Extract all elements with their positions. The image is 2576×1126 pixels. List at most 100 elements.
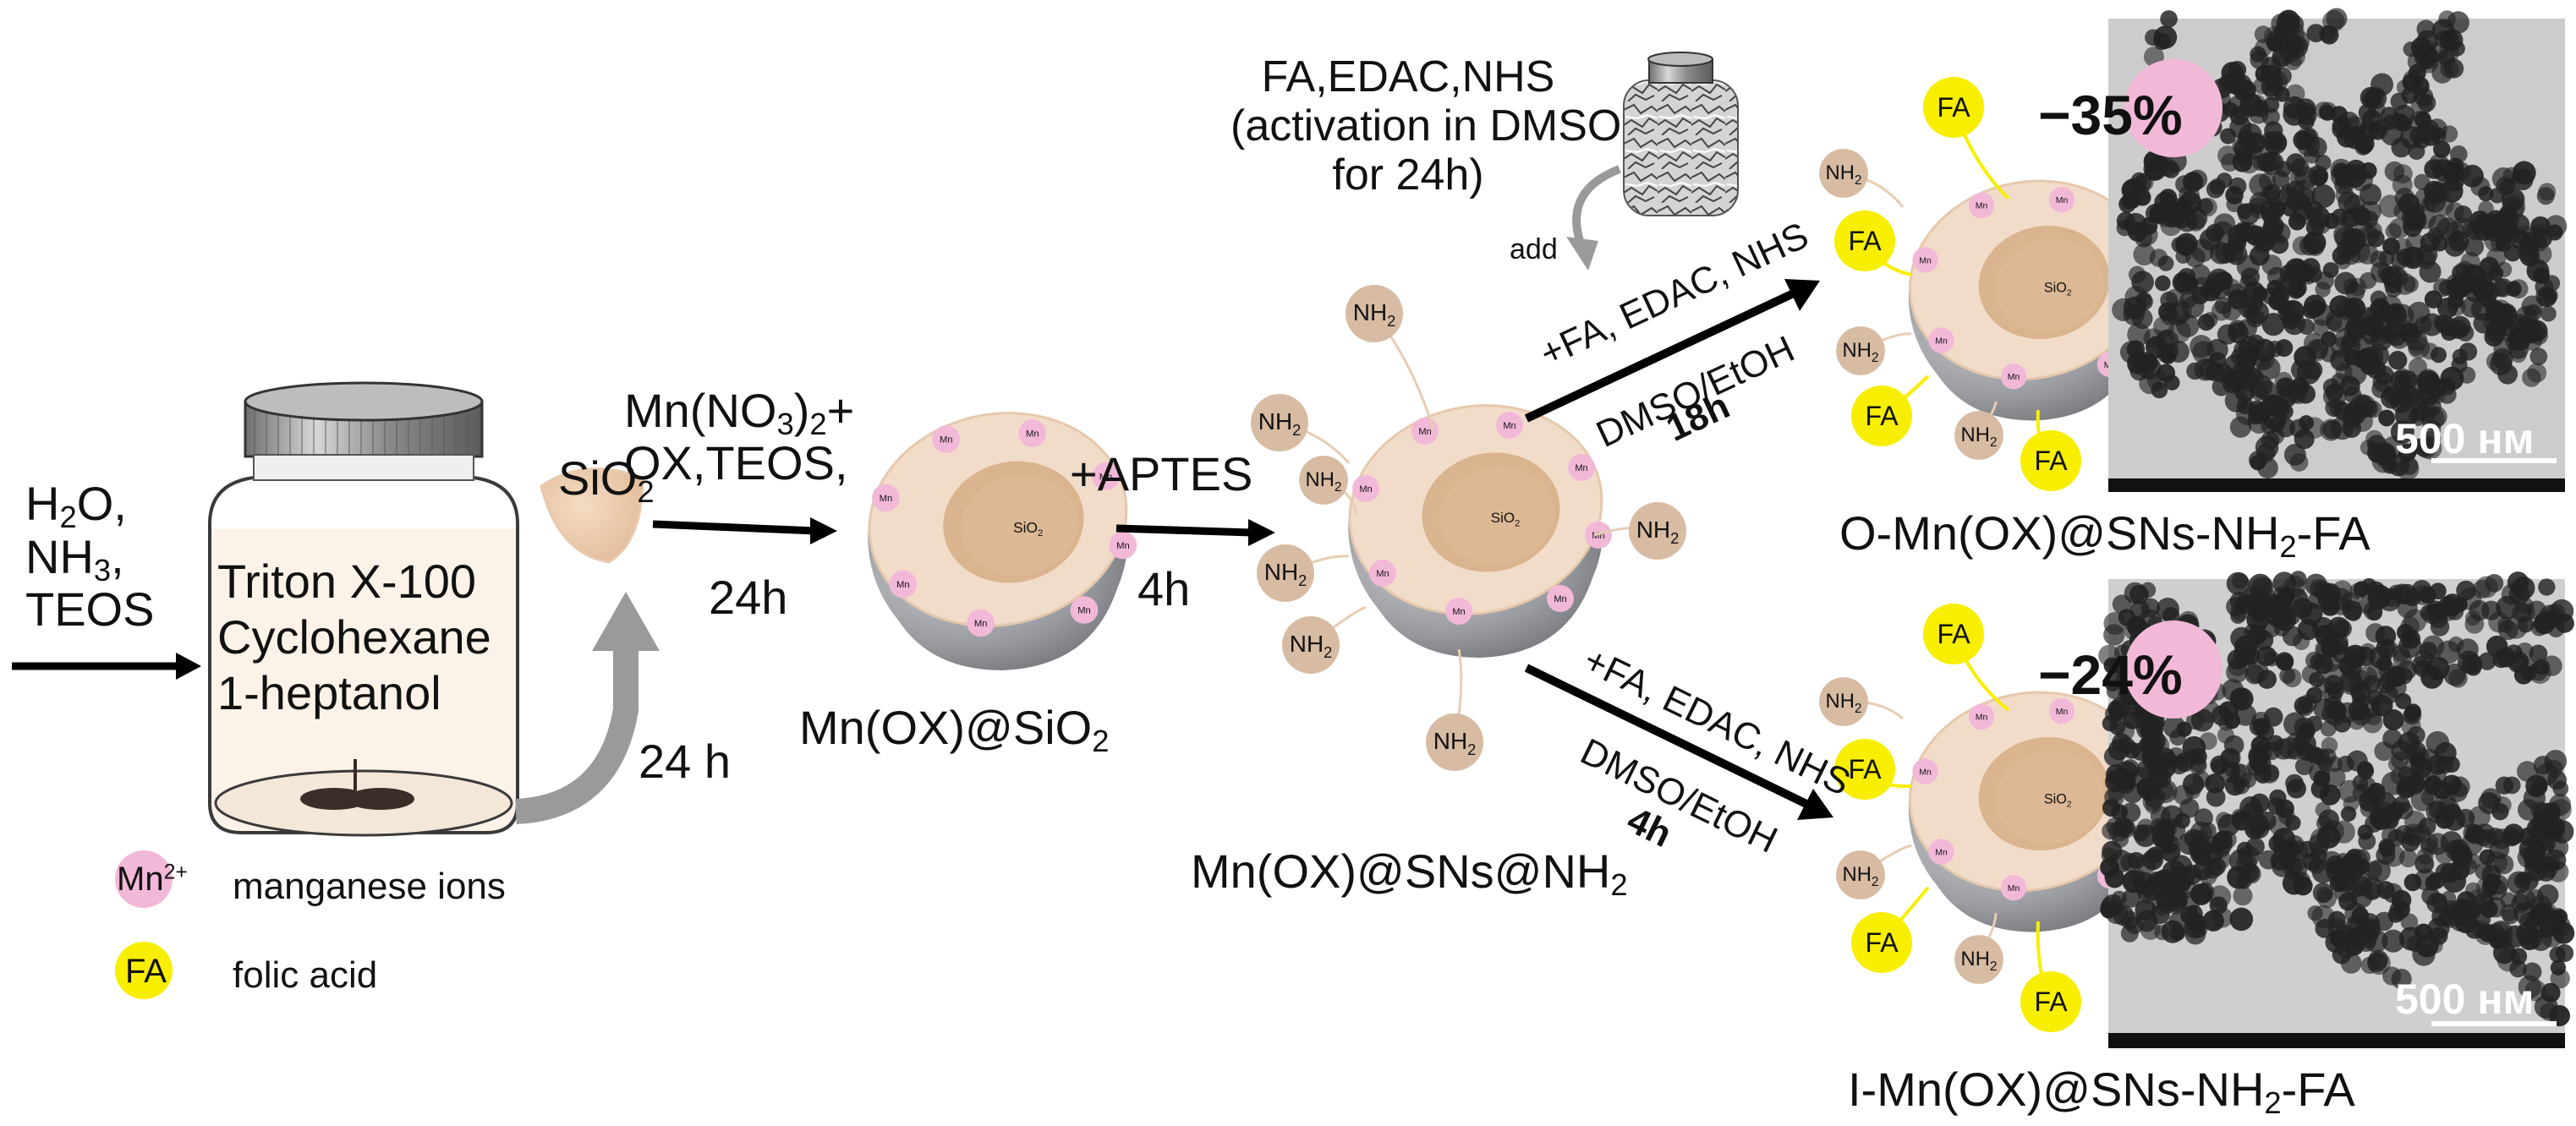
tem-particle <box>2288 37 2305 55</box>
tem-particle <box>2308 591 2326 609</box>
tem-particle <box>2227 283 2246 303</box>
tem-particle <box>2344 363 2367 385</box>
tem-particle <box>2370 808 2392 830</box>
tem-particle <box>2129 600 2150 620</box>
tem-particle <box>2516 761 2538 782</box>
jar-line-cyclohexane: Cyclohexane <box>217 610 491 664</box>
core-sio2-label: SiO2 <box>2044 792 2072 810</box>
tem-particle <box>2398 776 2416 795</box>
tem-particle <box>2486 352 2506 371</box>
mn-ion-dot <box>1568 454 1595 481</box>
tem-particle <box>2322 9 2345 33</box>
mn-ion-label: Mn <box>1376 569 1389 579</box>
mn-ion-dot <box>2048 698 2075 724</box>
tem-particle <box>2530 216 2551 237</box>
fa-group <box>1923 77 1984 138</box>
tem-particle <box>2539 922 2556 939</box>
add-arrow <box>1566 165 1621 271</box>
mn-ion-dot <box>1912 758 1938 784</box>
tem-particle <box>2263 80 2283 101</box>
tem-particle <box>2513 872 2530 889</box>
tem-particle <box>2293 187 2316 210</box>
scalebar-label-upper: 500 нм <box>2395 415 2535 462</box>
tem-particle <box>2174 876 2191 893</box>
tem-particle <box>2311 184 2336 209</box>
tem-particle <box>2291 378 2310 396</box>
nh2-label: NH2 <box>1961 424 1998 450</box>
tem-particle <box>2491 278 2510 298</box>
tem-particle <box>2248 102 2269 124</box>
tem-particle <box>2306 238 2325 256</box>
tem-particle <box>2505 281 2522 298</box>
step1-reagents: Mn(NO3)2+ OX,TEOS, <box>624 385 854 489</box>
tem-particle <box>2198 197 2217 217</box>
tem-particle <box>2272 571 2296 595</box>
tem-particle <box>2465 660 2482 676</box>
tem-particle <box>2416 249 2436 270</box>
tem-particle <box>2244 368 2264 387</box>
tem-particle <box>2184 828 2203 848</box>
tem-particle <box>2268 834 2287 853</box>
tem-particle <box>2398 634 2422 659</box>
tem-particle <box>2235 873 2252 889</box>
core-sio2-label: SiO2 <box>2044 281 2072 298</box>
tem-particle <box>2501 188 2525 211</box>
tem-particle <box>2272 52 2289 69</box>
tem-particle <box>2518 926 2542 950</box>
tem-particle <box>2313 698 2336 720</box>
tem-particle <box>2159 834 2179 855</box>
mn-ion-label: Mn <box>1452 607 1465 617</box>
tem-particle <box>2131 742 2150 761</box>
tem-particle <box>2294 757 2314 776</box>
mn-ion-dot <box>1547 585 1574 612</box>
tem-particle <box>2290 158 2310 178</box>
mn-ion-label: Mn <box>1919 768 1932 777</box>
nh2-group <box>1426 713 1483 771</box>
tem-particle <box>2239 355 2255 372</box>
tem-particle <box>2460 858 2478 875</box>
tem-particle <box>2464 277 2480 293</box>
tem-particle <box>2359 913 2380 934</box>
scalebar-label-lower: 500 нм <box>2395 976 2535 1023</box>
tem-particle <box>2211 758 2228 775</box>
tem-particle <box>2420 407 2445 430</box>
mn-ion-dot <box>1928 839 1954 865</box>
legend-mn-text: manganese ions <box>233 866 506 907</box>
tem-particle <box>2262 141 2279 158</box>
tem-particle <box>2293 876 2313 896</box>
tem-particle <box>2423 777 2442 795</box>
mn-ion-label: Mn <box>896 580 910 590</box>
mn-ion-label: Mn <box>1503 421 1515 431</box>
fa-label: FA <box>1937 92 1970 123</box>
tem-particle <box>2277 299 2293 316</box>
mn-ion-dot <box>1496 412 1523 439</box>
tem-particle <box>2261 313 2285 336</box>
mn-ion-label: Mn <box>2008 884 2020 894</box>
tem-particle <box>2421 635 2445 659</box>
tem-particle <box>2447 11 2469 34</box>
tem-particle <box>2547 861 2569 883</box>
tem-particle <box>2109 702 2129 722</box>
tem-particle <box>2440 862 2461 883</box>
tem-particle <box>2098 644 2120 667</box>
tem-particle <box>2233 139 2254 159</box>
tem-particle <box>2530 619 2548 637</box>
particle-mn-ox-sns-nh2: SiO2MnMnMnMnMnMnMnMnNH2NH2NH2NH2NH2NH2NH… <box>1251 285 1686 771</box>
tem-particle <box>2418 817 2436 835</box>
core-sio2-label: SiO2 <box>1013 519 1043 538</box>
tem-particle <box>2236 254 2261 278</box>
tem-particle <box>2135 899 2157 921</box>
tem-particle <box>2114 768 2135 790</box>
tem-particle <box>2193 860 2213 881</box>
tem-particle <box>2277 653 2294 671</box>
arrow-step1 <box>652 517 837 544</box>
mn-ion-label: Mn <box>1418 427 1431 437</box>
tem-particle <box>2160 10 2178 28</box>
tem-particle <box>2529 347 2548 366</box>
tem-particle <box>2270 850 2291 871</box>
tem-particle <box>2390 92 2408 111</box>
tem-particle <box>2440 366 2464 391</box>
tem-particle <box>2537 287 2557 308</box>
mn-ion-dot <box>1912 247 1938 273</box>
tem-particle <box>2239 644 2261 665</box>
